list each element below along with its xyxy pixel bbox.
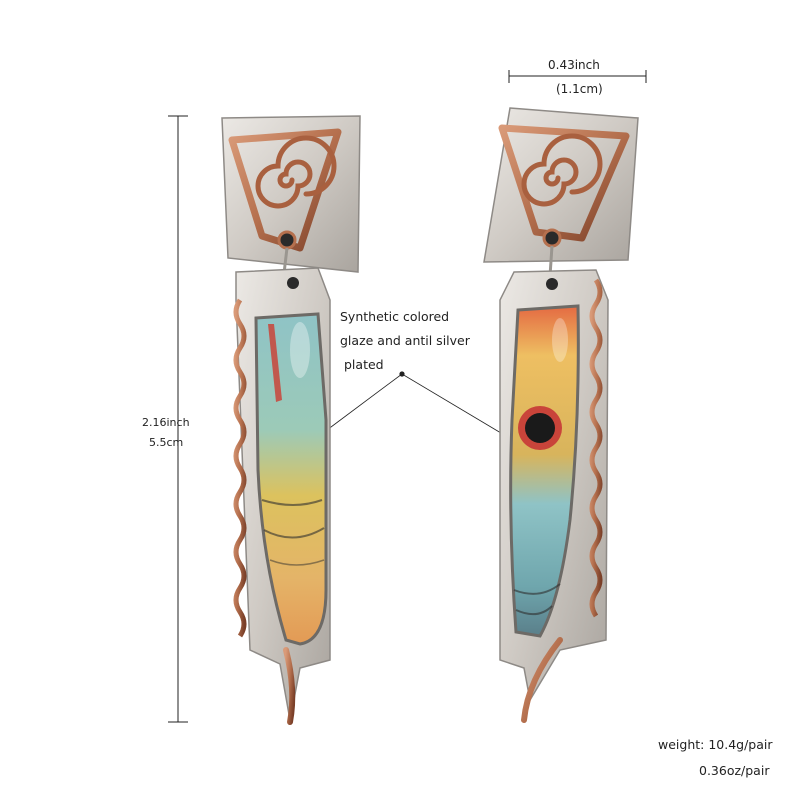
height-cm-label: 5.5cm <box>149 436 184 449</box>
width-cm-label: (1.1cm) <box>556 82 603 96</box>
callout-line-3: plated <box>344 357 384 372</box>
height-inch-label: 2.16inch <box>142 416 190 429</box>
weight-grams-label: weight: 10.4g/pair <box>658 737 773 752</box>
width-dimension-line <box>508 70 647 83</box>
height-dimension-line <box>168 115 188 723</box>
left-earring <box>221 115 361 725</box>
callout-leader-lines <box>326 371 507 437</box>
right-earring <box>483 107 639 723</box>
callout-line-2: glaze and antil silver <box>340 333 470 348</box>
weight-ounces-label: 0.36oz/pair <box>699 763 770 778</box>
callout-line-1: Synthetic colored <box>340 309 450 324</box>
width-inch-label: 0.43inch <box>548 58 600 72</box>
material-callout: Synthetic colored glaze and antil silver… <box>340 305 470 377</box>
